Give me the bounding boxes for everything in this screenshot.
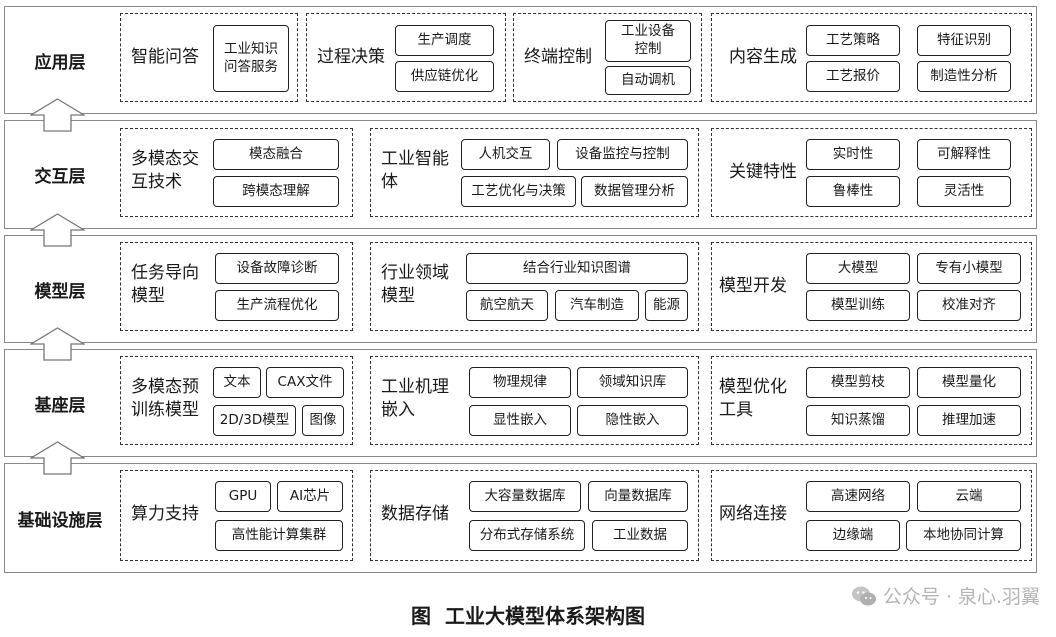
box-realtime: 实时性 bbox=[806, 139, 900, 170]
box-robustness: 鲁棒性 bbox=[806, 176, 900, 207]
layer-label-app: 应用层 bbox=[34, 52, 86, 73]
group-terminal-control bbox=[513, 13, 702, 102]
box-distributed-storage: 分布式存储系统 bbox=[469, 520, 585, 551]
box-image: 图像 bbox=[302, 405, 344, 436]
group-title-dev: 模型开发 bbox=[719, 276, 787, 296]
group-data-storage bbox=[370, 470, 699, 561]
box-process-quote: 工艺报价 bbox=[806, 61, 900, 92]
group-title-network: 网络连接 bbox=[719, 504, 787, 524]
box-ai-chip: AI芯片 bbox=[277, 481, 343, 512]
layer-app bbox=[4, 6, 1037, 114]
box-aerospace: 航空航天 bbox=[466, 290, 548, 321]
box-model-training: 模型训练 bbox=[806, 290, 910, 321]
box-gpu: GPU bbox=[215, 481, 271, 512]
group-process-decision bbox=[306, 13, 506, 102]
group-multimodal-interaction bbox=[120, 128, 353, 217]
group-title-decision: 过程决策 bbox=[317, 47, 385, 67]
box-device-control: 工业设备 控制 bbox=[605, 20, 691, 62]
box-modal-fusion: 模态融合 bbox=[213, 139, 339, 170]
group-title-industry: 行业领域 模型 bbox=[381, 263, 449, 306]
up-arrow-icon bbox=[30, 327, 85, 361]
box-implicit-embed: 隐性嵌入 bbox=[577, 405, 688, 436]
box-automotive: 汽车制造 bbox=[555, 290, 639, 321]
group-industry-domain bbox=[370, 242, 699, 331]
group-compute-support bbox=[120, 470, 353, 561]
group-optimization-tools bbox=[711, 356, 1032, 445]
box-process-optimization: 工艺优化与决策 bbox=[461, 176, 576, 207]
box-hci: 人机交互 bbox=[461, 139, 550, 170]
group-title-multimodal: 多模态交 互技术 bbox=[131, 149, 199, 192]
figure-caption: 图 工业大模型体系架构图 bbox=[411, 604, 645, 628]
box-hpc-cluster: 高性能计算集群 bbox=[215, 520, 343, 551]
group-network-connection bbox=[711, 470, 1032, 561]
group-title-task: 任务导向 模型 bbox=[131, 263, 199, 306]
box-inference-accel: 推理加速 bbox=[917, 405, 1021, 436]
box-data-management: 数据管理分析 bbox=[581, 176, 688, 207]
box-fault-diagnosis: 设备故障诊断 bbox=[215, 253, 339, 284]
box-knowledge-qa-service: 工业知识 问答服务 bbox=[213, 25, 289, 92]
box-vector-database: 向量数据库 bbox=[588, 481, 688, 512]
group-key-features bbox=[711, 128, 1032, 217]
box-device-monitor: 设备监控与控制 bbox=[557, 139, 688, 170]
box-large-database: 大容量数据库 bbox=[469, 481, 581, 512]
watermark: 公众号 · 泉心.羽翼 bbox=[851, 582, 1040, 609]
box-small-model: 专有小模型 bbox=[917, 253, 1021, 284]
layer-interact bbox=[4, 120, 1037, 229]
group-title-pretrain: 多模态预 训练模型 bbox=[131, 377, 199, 420]
box-high-speed-network: 高速网络 bbox=[806, 481, 910, 512]
box-edge: 边缘端 bbox=[806, 520, 900, 551]
box-auto-tuning: 自动调机 bbox=[605, 66, 691, 95]
box-supply-chain: 供应链优化 bbox=[395, 61, 494, 92]
group-industrial-agent bbox=[370, 128, 699, 217]
group-content-generation bbox=[711, 13, 1032, 102]
group-title-storage: 数据存储 bbox=[381, 504, 449, 524]
box-physics-law: 物理规律 bbox=[469, 367, 571, 398]
box-manufacturability: 制造性分析 bbox=[917, 61, 1011, 92]
group-title-agent: 工业智能 体 bbox=[381, 149, 449, 192]
layer-label-model: 模型层 bbox=[34, 281, 86, 302]
box-text: 文本 bbox=[213, 367, 261, 398]
layer-label-base: 基座层 bbox=[34, 395, 86, 416]
wechat-icon bbox=[851, 586, 876, 605]
group-title-compute: 算力支持 bbox=[131, 504, 199, 524]
box-energy: 能源 bbox=[645, 290, 688, 321]
up-arrow-icon bbox=[30, 213, 85, 247]
box-feature-recognition: 特征识别 bbox=[917, 25, 1011, 56]
box-flexibility: 灵活性 bbox=[917, 176, 1011, 207]
group-title-terminal: 终端控制 bbox=[524, 47, 592, 67]
box-process-strategy: 工艺策略 bbox=[806, 25, 900, 56]
group-model-development bbox=[711, 242, 1032, 331]
group-multimodal-pretrain bbox=[120, 356, 353, 445]
box-pruning: 模型剪枝 bbox=[806, 367, 910, 398]
up-arrow-icon bbox=[30, 441, 85, 475]
watermark-text: 公众号 · 泉心.羽翼 bbox=[882, 586, 1040, 608]
box-2d3d-model: 2D/3D模型 bbox=[213, 405, 296, 436]
box-quantization: 模型量化 bbox=[917, 367, 1021, 398]
layer-label-infra: 基础设施层 bbox=[17, 510, 103, 531]
group-title-content: 内容生成 bbox=[729, 47, 797, 67]
group-title-qa: 智能问答 bbox=[131, 47, 199, 67]
group-task-oriented bbox=[120, 242, 353, 331]
box-production-flow: 生产流程优化 bbox=[215, 290, 339, 321]
box-cax-file: CAX文件 bbox=[266, 367, 344, 398]
box-domain-kb: 领域知识库 bbox=[577, 367, 688, 398]
box-alignment: 校准对齐 bbox=[917, 290, 1021, 321]
group-title-features: 关键特性 bbox=[729, 162, 797, 182]
box-cross-modal: 跨模态理解 bbox=[213, 176, 339, 207]
box-interpretability: 可解释性 bbox=[917, 139, 1011, 170]
group-intelligent-qa bbox=[120, 13, 298, 102]
box-local-collab: 本地协同计算 bbox=[906, 520, 1021, 551]
box-cloud: 云端 bbox=[917, 481, 1021, 512]
group-title-optimize: 模型优化 工具 bbox=[719, 377, 787, 420]
group-mechanism-embed bbox=[370, 356, 699, 445]
box-distillation: 知识蒸馏 bbox=[806, 405, 910, 436]
up-arrow-icon bbox=[30, 98, 85, 132]
box-explicit-embed: 显性嵌入 bbox=[469, 405, 571, 436]
layer-label-interact: 交互层 bbox=[34, 167, 86, 187]
group-title-mechanism: 工业机理 嵌入 bbox=[381, 377, 449, 420]
box-production-scheduling: 生产调度 bbox=[395, 25, 494, 56]
box-large-model: 大模型 bbox=[806, 253, 910, 284]
box-industrial-data: 工业数据 bbox=[592, 520, 688, 551]
box-knowledge-graph: 结合行业知识图谱 bbox=[466, 253, 688, 284]
